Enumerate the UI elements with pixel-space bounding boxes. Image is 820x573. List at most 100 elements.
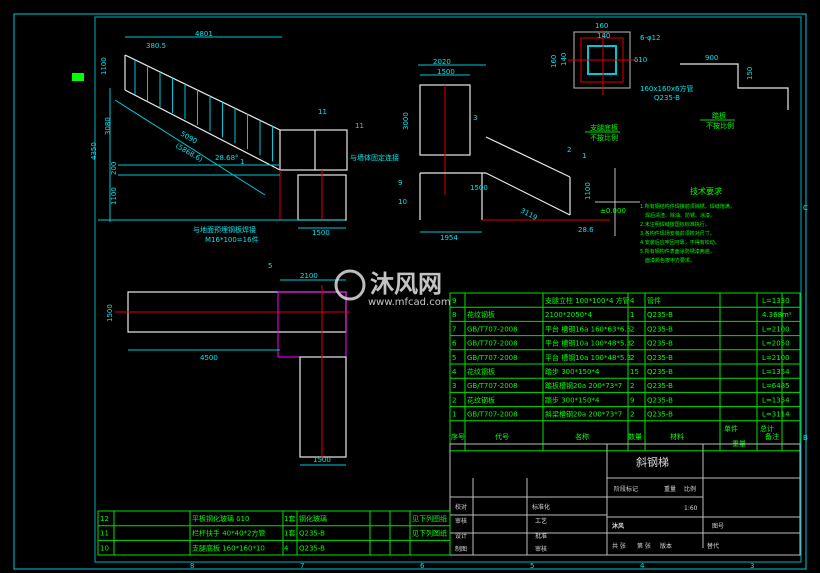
svg-text:1.所有钢结构件焊接前须除锈，焊缝饱满，: 1.所有钢结构件焊接前须除锈，焊缝饱满， (640, 203, 735, 210)
note: M16*100=16件 (205, 235, 259, 244)
table-cell: 7 (452, 325, 456, 333)
table-cell: 9 (630, 396, 634, 404)
table-cell: 12 (100, 515, 109, 523)
table-cell: 3 (452, 382, 456, 390)
svg-text:160: 160 (550, 55, 558, 68)
svg-text:沐风: 沐风 (612, 522, 624, 530)
dim-label: (5868.6) (174, 142, 204, 164)
svg-text:150: 150 (746, 67, 754, 80)
note: 与地面预埋钢板焊接 (193, 225, 256, 234)
svg-text:比例: 比例 (684, 485, 696, 493)
dim-label: 1500 (437, 68, 455, 76)
table-cell: L=2050 (762, 340, 790, 348)
svg-text:3.各构件现场安装前须校对尺寸。: 3.各构件现场安装前须校对尺寸。 (640, 230, 715, 237)
table-header: 材料 (670, 432, 684, 441)
svg-text:6-φ12: 6-φ12 (640, 34, 661, 42)
part-tag: 2 (567, 146, 571, 154)
svg-text:δ10: δ10 (634, 56, 647, 64)
svg-text:审核: 审核 (535, 545, 547, 553)
svg-text:8: 8 (190, 562, 194, 570)
table-cell: 4.368m² (762, 311, 792, 319)
svg-text:1:60: 1:60 (684, 505, 698, 512)
border-numbers: 8 7 6 5 4 3 (190, 562, 754, 570)
table-cell: 10 (100, 544, 109, 552)
table-header: 序号 (451, 432, 465, 441)
svg-text:2100: 2100 (300, 272, 318, 280)
svg-text:设计: 设计 (455, 532, 467, 540)
dim-label: 1954 (440, 234, 458, 242)
outer-border (13, 13, 807, 570)
svg-text:4: 4 (640, 562, 645, 570)
svg-text:踏板: 踏板 (712, 111, 726, 120)
table-cell: GB/T707-2008 (467, 325, 518, 333)
table-cell: 平台 槽钢10a 100*48*5.3 (545, 353, 631, 362)
table-cell: 4 (284, 544, 289, 552)
svg-text:1500: 1500 (313, 456, 331, 464)
svg-text:图号: 图号 (712, 523, 724, 530)
part-tag: 10 (398, 198, 407, 206)
table-header: 备注 (765, 432, 779, 441)
svg-text:不按比例: 不按比例 (590, 133, 618, 142)
dim-label: 1100 (584, 182, 592, 200)
tread-detail: 900 150 踏板 不按比例 (680, 54, 789, 130)
svg-text:160: 160 (595, 22, 608, 30)
dim-label: 4350 (90, 142, 98, 160)
table-cell: Q235-B (647, 411, 673, 419)
svg-text:4500: 4500 (200, 354, 218, 362)
table-cell: 2 (630, 411, 634, 419)
table-cell: 斜梁槽钢20a 200*73*7 (545, 410, 622, 419)
title-block: 斜钢梯 阶段标记 重量 比例 1:60 校对 审核 设计 制图 标准化 工艺 批… (449, 443, 801, 556)
border-letter: C (803, 204, 808, 212)
svg-text:3: 3 (750, 562, 754, 570)
technical-requirements: 技术要求 1.所有钢结构件焊接前须除锈，焊缝饱满， 焊后清渣、除油、防锈、涂漆。… (640, 186, 735, 264)
svg-text:4.安装后应牢固可靠，不得有松动。: 4.安装后应牢固可靠，不得有松动。 (640, 239, 720, 246)
table-cell: 踏板槽钢20a 200*73*7 (545, 381, 622, 390)
table-cell: 管件 (647, 296, 661, 305)
table-header: 数量 (628, 432, 642, 441)
table-cell: 8 (452, 311, 456, 319)
dim-label: 28.68° (215, 154, 239, 162)
table-cell: Q235-B (647, 382, 673, 390)
table-cell: 1 (630, 311, 634, 319)
table-cell: 栏杆扶手 40*40*2方管 (192, 529, 266, 538)
svg-text:校对: 校对 (455, 503, 467, 511)
table-cell: GB/T707-2008 (467, 354, 518, 362)
svg-text:焊后清渣、除油、防锈、涂漆。: 焊后清渣、除油、防锈、涂漆。 (640, 212, 715, 219)
table-cell: 支腿立柱 100*100*4 方管 (545, 296, 630, 305)
table-cell: 见下列图纸 (412, 529, 447, 538)
dim-label: 28.6 (578, 226, 594, 234)
svg-text:6: 6 (420, 562, 425, 570)
table-cell: 2 (630, 382, 634, 390)
dim-label: 3080 (104, 117, 112, 135)
table-header: 名称 (575, 432, 589, 441)
svg-text:第 张: 第 张 (637, 542, 651, 550)
table-cell: L=2100 (762, 325, 790, 333)
table-cell: Q235-B (299, 544, 325, 552)
table-cell: L=6485 (762, 382, 790, 390)
table-cell: 平台 槽钢10a 100*48*5.3 (545, 339, 631, 348)
table-cell: 花纹钢板 (467, 310, 495, 319)
table-cell: 踏步 300*150*4 (545, 395, 600, 404)
table-cell: 5 (452, 354, 456, 362)
table-cell: 1 (452, 411, 456, 419)
table-cell: L=2100 (762, 354, 790, 362)
table-cell: Q235-B (647, 325, 673, 333)
svg-text:支腿底板: 支腿底板 (590, 123, 618, 132)
svg-text:1500: 1500 (106, 304, 114, 322)
table-header: 代号 (495, 432, 509, 441)
table-cell: 1套 (284, 529, 295, 538)
table-cell: 花纹钢板 (467, 367, 495, 376)
dim-label: 200 (110, 162, 118, 175)
part-tag: 11 (318, 108, 327, 116)
table-cell: L=1330 (762, 297, 790, 305)
part-tag: 9 (398, 179, 402, 187)
dim-label: 1100 (110, 187, 118, 205)
table-cell: 2 (630, 325, 634, 333)
table-header: 单件 (724, 424, 738, 433)
svg-text:不按比例: 不按比例 (706, 121, 734, 130)
svg-text:重量: 重量 (664, 485, 676, 493)
svg-text:5: 5 (268, 262, 272, 270)
